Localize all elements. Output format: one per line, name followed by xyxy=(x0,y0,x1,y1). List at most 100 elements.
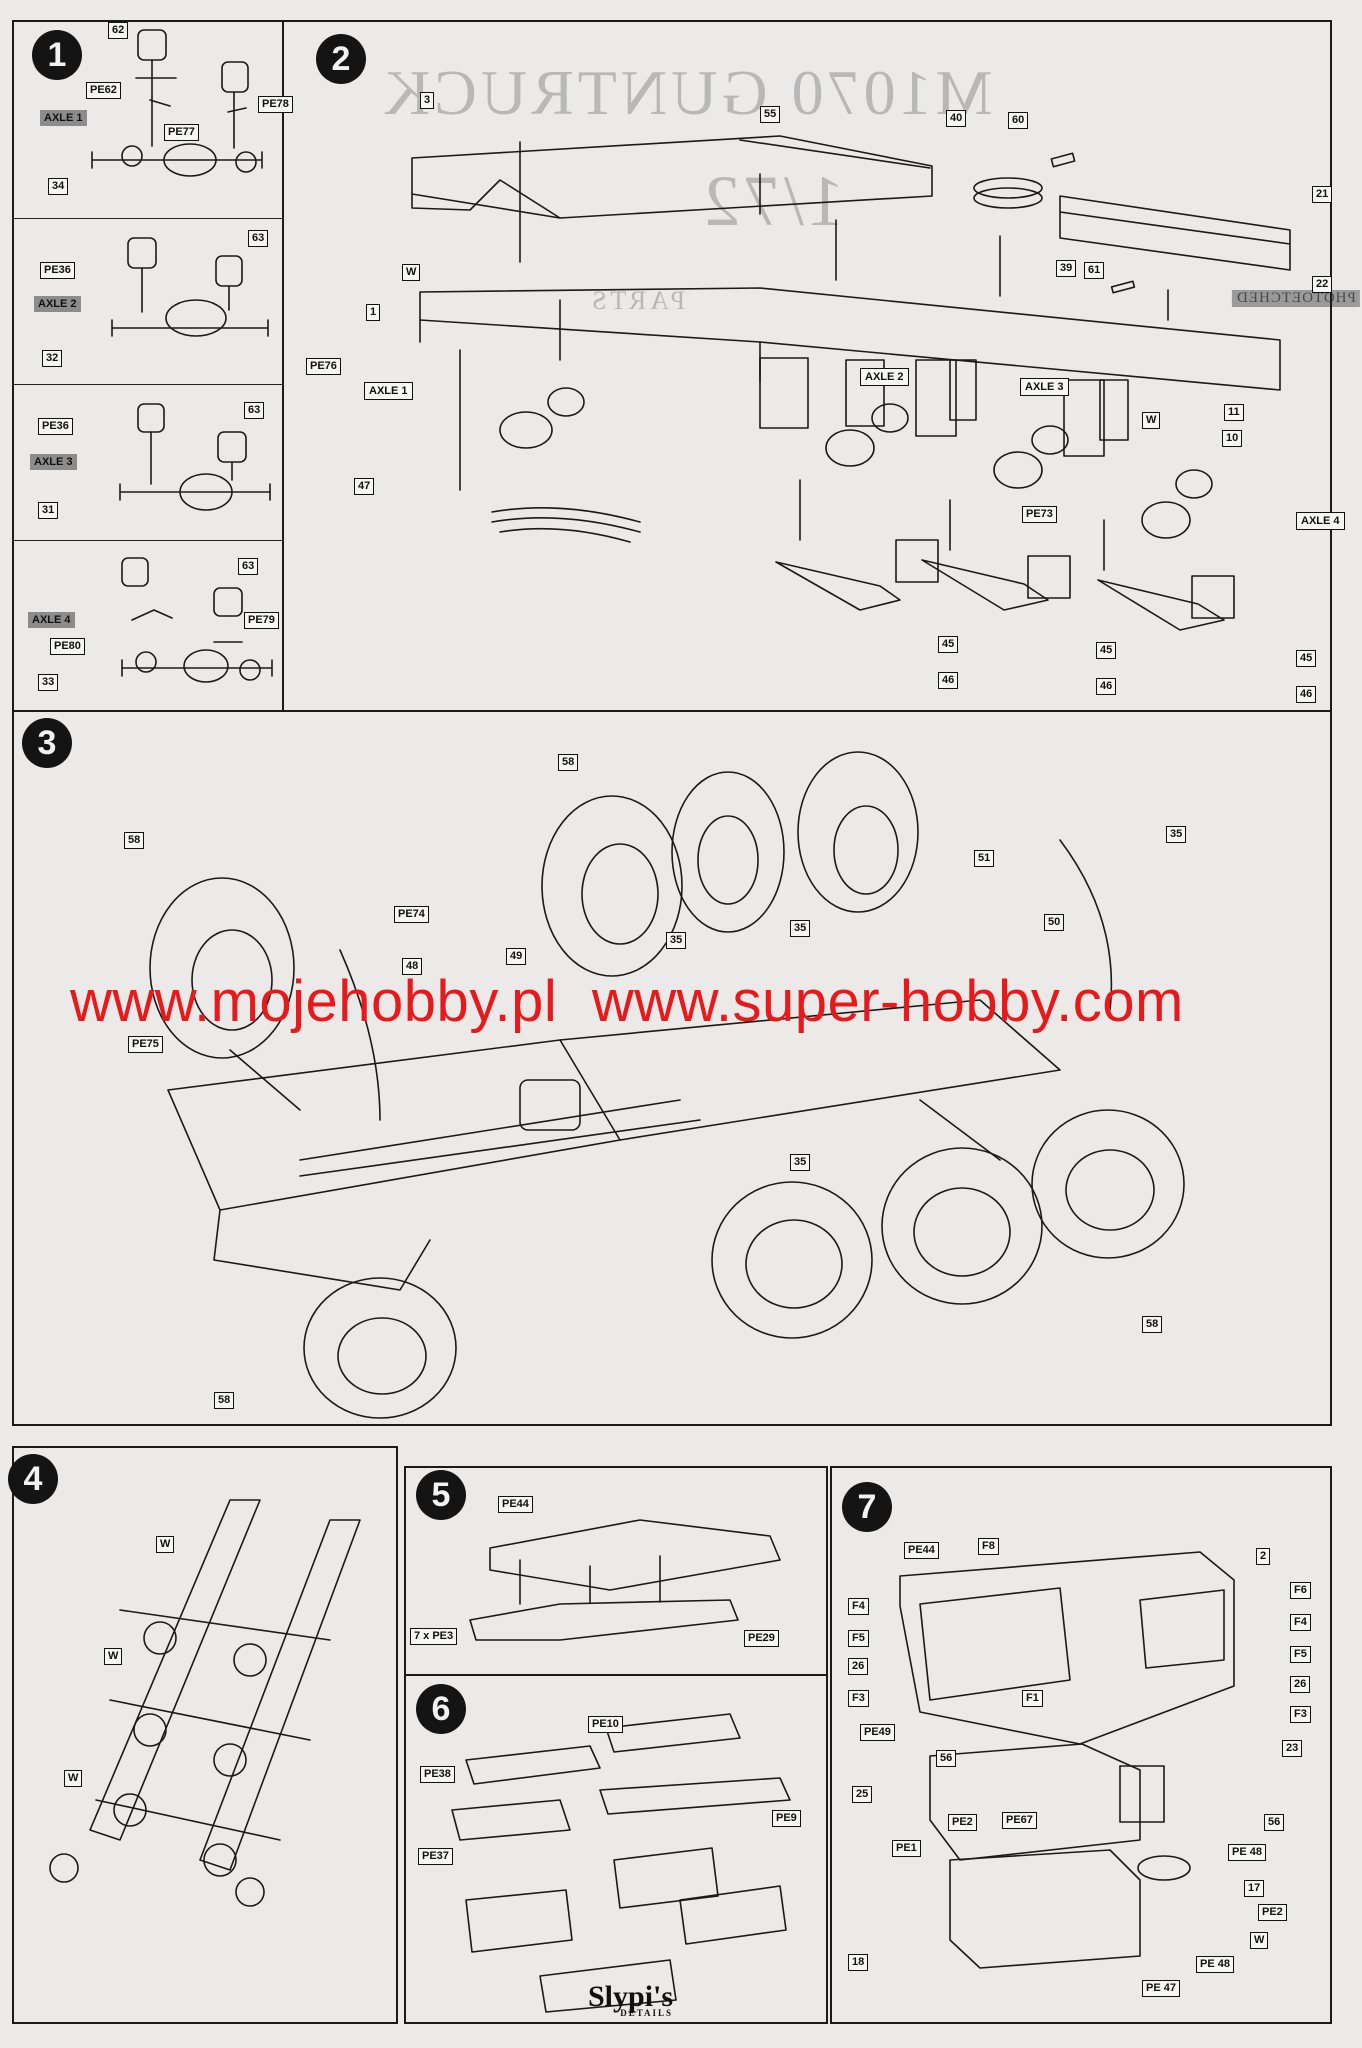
part-label: PE29 xyxy=(744,1630,779,1647)
part-label: PE 48 xyxy=(1228,1844,1266,1861)
step-number-4: 4 xyxy=(8,1454,58,1504)
part-label: 22 xyxy=(1312,276,1333,293)
part-label: PE77 xyxy=(164,124,199,141)
part-label: 46 xyxy=(938,672,959,689)
part-label: 62 xyxy=(108,22,129,39)
part-label: 35 xyxy=(666,932,687,949)
axle-label: AXLE 4 xyxy=(28,612,75,628)
part-label: W xyxy=(64,1770,83,1787)
part-label: PE37 xyxy=(418,1848,453,1865)
part-label: PE73 xyxy=(1022,506,1057,523)
part-label: 31 xyxy=(38,502,59,519)
watermark-right: www.super-hobby.com xyxy=(591,969,1184,1034)
step-number-7: 7 xyxy=(842,1482,892,1532)
step1-divider xyxy=(12,384,284,385)
part-label: 58 xyxy=(558,754,579,771)
part-label: F4 xyxy=(848,1598,869,1615)
part-label: PE2 xyxy=(1258,1904,1287,1921)
part-label: 47 xyxy=(354,478,375,495)
watermark: www.mojehobby.pl www.super-hobby.com xyxy=(70,968,1184,1035)
brand-logo: Slypi's DETAILS xyxy=(588,1980,673,2018)
axle-label: AXLE 1 xyxy=(40,110,87,126)
pe-plate-drawing xyxy=(469,1519,781,1641)
part-label: 39 xyxy=(1056,260,1077,277)
part-label: 46 xyxy=(1096,678,1117,695)
part-label: 26 xyxy=(1290,1676,1311,1693)
part-label: PE 48 xyxy=(1196,1956,1234,1973)
part-label: F5 xyxy=(848,1630,869,1647)
panel-step-7 xyxy=(830,1466,1332,2024)
part-label: F4 xyxy=(1290,1614,1311,1631)
part-label: F3 xyxy=(848,1690,869,1707)
step-number-1: 1 xyxy=(32,30,82,80)
part-label: 46 xyxy=(1296,686,1317,703)
part-label: 1 xyxy=(366,304,381,321)
part-label: 56 xyxy=(1264,1814,1285,1831)
part-label: 45 xyxy=(1296,650,1317,667)
part-label: PE1 xyxy=(892,1840,921,1857)
part-label: W xyxy=(402,264,421,281)
brand-name: Slypi's xyxy=(588,1980,674,2013)
part-label: 21 xyxy=(1312,186,1333,203)
part-label: 45 xyxy=(1096,642,1117,659)
part-label: PE76 xyxy=(306,358,341,375)
cab-drawing xyxy=(899,1551,1235,1969)
part-label: PE67 xyxy=(1002,1812,1037,1829)
part-label: W xyxy=(156,1536,175,1553)
underside-frame-drawing xyxy=(49,1499,361,1907)
step1-divider xyxy=(12,218,284,219)
part-label: 32 xyxy=(42,350,63,367)
watermark-left: www.mojehobby.pl xyxy=(70,969,558,1034)
part-label: 7 x PE3 xyxy=(410,1628,458,1645)
part-label: PE38 xyxy=(420,1766,455,1783)
part-label: 51 xyxy=(974,850,995,867)
part-label: 45 xyxy=(938,636,959,653)
part-label: 40 xyxy=(946,110,967,127)
axle-4-drawing xyxy=(121,557,273,683)
axle-label: AXLE 2 xyxy=(860,368,909,386)
step-number-3: 3 xyxy=(22,718,72,768)
part-label: 35 xyxy=(790,1154,811,1171)
part-label: 23 xyxy=(1282,1740,1303,1757)
part-label: PE9 xyxy=(772,1810,801,1827)
part-label: PE36 xyxy=(40,262,75,279)
part-label: 48 xyxy=(402,958,423,975)
running-gear-drawing xyxy=(167,839,1113,1291)
part-label: PE75 xyxy=(128,1036,163,1053)
axle-label: AXLE 3 xyxy=(30,454,77,470)
part-label: W xyxy=(1250,1932,1269,1949)
panel-step-6 xyxy=(404,1674,828,2024)
part-label: 35 xyxy=(1166,826,1187,843)
part-label: PE44 xyxy=(904,1542,939,1559)
brand-subtitle: DETAILS xyxy=(620,2008,674,2018)
part-label: PE44 xyxy=(498,1496,533,1513)
part-label: 56 xyxy=(936,1750,957,1767)
axle-label: AXLE 1 xyxy=(364,382,413,400)
part-label: PE62 xyxy=(86,82,121,99)
side-box-drawings xyxy=(451,1713,791,2013)
part-label: PE78 xyxy=(258,96,293,113)
part-label: 10 xyxy=(1222,430,1243,447)
part-label: PE49 xyxy=(860,1724,895,1741)
part-label: 49 xyxy=(506,948,527,965)
part-label: 25 xyxy=(852,1786,873,1803)
step-number-5: 5 xyxy=(416,1470,466,1520)
axle-label: AXLE 3 xyxy=(1020,378,1069,396)
part-label: 2 xyxy=(1256,1548,1271,1565)
part-label: 58 xyxy=(124,832,145,849)
part-label: 58 xyxy=(214,1392,235,1409)
part-label: 63 xyxy=(248,230,269,247)
step-number-2: 2 xyxy=(316,34,366,84)
part-label: F6 xyxy=(1290,1582,1311,1599)
part-label: 17 xyxy=(1244,1880,1265,1897)
chassis-frame-drawing xyxy=(411,135,1291,631)
part-label: 33 xyxy=(38,674,59,691)
step1-divider xyxy=(12,540,284,541)
part-label: PE 47 xyxy=(1142,1980,1180,1997)
tire-drawings xyxy=(149,751,1185,1419)
part-label: F8 xyxy=(978,1538,999,1555)
part-label: 60 xyxy=(1008,112,1029,129)
part-label: 55 xyxy=(760,106,781,123)
part-label: PE36 xyxy=(38,418,73,435)
